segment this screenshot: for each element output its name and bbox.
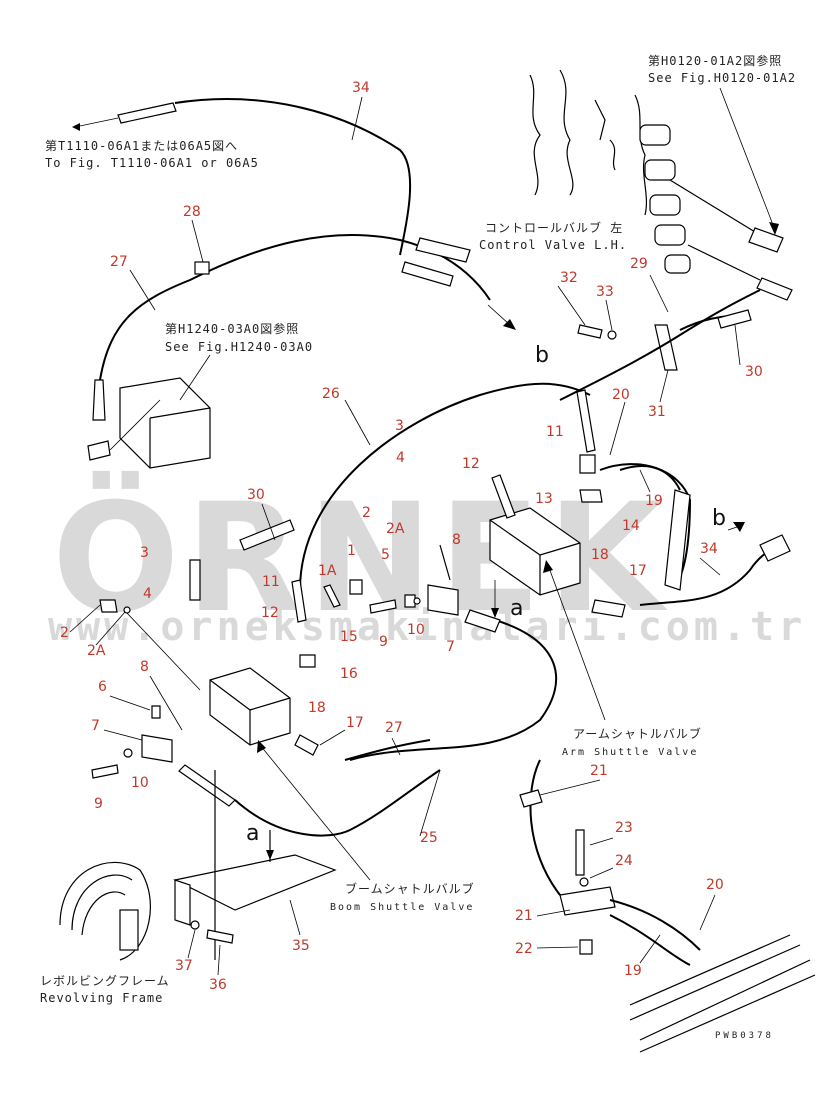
callout-2-left: 2 [60,625,69,641]
ref-letter-b-top: b [535,343,549,368]
callout-18-top: 18 [591,547,609,563]
callout-14: 14 [622,518,640,534]
callout-2a-mid: 2A [386,521,405,537]
callout-10-left: 10 [131,775,149,791]
callout-27-mid: 27 [385,720,403,736]
callout-11-left: 11 [262,574,280,590]
hose-19-20-right [599,463,791,606]
callout-12-top: 12 [462,456,480,472]
callout-23: 23 [615,820,633,836]
callout-20-top: 20 [612,387,630,403]
ref-h1240-jp: 第H1240-03A0図参照 [165,321,299,336]
callout-22: 22 [515,941,533,957]
callout-8-left: 8 [140,659,149,675]
callout-35: 35 [292,938,310,954]
callout-29: 29 [630,256,648,272]
callout-2a-left: 2A [87,643,106,659]
callout-18-left: 18 [308,700,326,716]
callout-30-left: 30 [247,487,265,503]
callout-3-left: 3 [140,545,149,561]
callout-20-low: 20 [706,877,724,893]
callout-8-mid: 8 [452,532,461,548]
callout-17-mid: 17 [346,715,364,731]
callout-1: 1 [347,543,356,559]
valve-block-h1240 [87,377,211,469]
callout-4-top: 4 [396,450,405,466]
callout-1a: 1A [318,563,337,579]
callout-17-right: 17 [629,563,647,579]
arm-shuttle-jp: アームシャトルバルブ [573,726,702,741]
ref-letter-b-right: b [712,506,726,531]
callout-24: 24 [615,853,633,869]
callout-21-low: 21 [515,908,533,924]
callout-19-low: 19 [624,963,642,979]
small-parts-left [91,579,421,779]
callout-7-mid: 7 [446,639,455,655]
callout-10-mid: 10 [407,622,425,638]
callout-37: 37 [175,958,193,974]
callout-16: 16 [340,666,358,682]
lower-right-assembly [519,759,816,1053]
arm-shuttle-valve [349,474,626,761]
callout-21-top: 21 [590,763,608,779]
callout-4-left: 4 [143,586,152,602]
ref-t1110-en: To Fig. T1110-06A1 or 06A5 [45,156,259,170]
callout-25: 25 [420,830,438,846]
ref-letter-a-mid: a [510,596,523,621]
revolving-frame [59,861,151,961]
callout-2-mid: 2 [362,505,371,521]
callout-leaders [69,96,741,976]
callout-33: 33 [596,284,614,300]
callout-30-right: 30 [745,364,763,380]
revolving-en: Revolving Frame [40,991,163,1005]
callout-32: 32 [560,270,578,286]
callout-11-top: 11 [546,424,564,440]
ref-h0120-en: See Fig.H0120-01A2 [648,71,796,85]
ref-h0120-jp: 第H0120-01A2図参照 [648,53,782,68]
callout-31: 31 [648,404,666,420]
callout-27-top: 27 [110,254,128,270]
callout-36: 36 [209,977,227,993]
bracket-35 [173,770,337,960]
ref-letter-a-low: a [246,821,259,846]
callout-6: 6 [98,679,107,695]
drawing-code: PWB0378 [715,1031,774,1041]
control-valve-en: Control Valve L.H. [479,238,627,252]
callout-7-left: 7 [91,718,100,734]
callout-9-left: 9 [94,796,103,812]
hose-27-upper [92,234,491,421]
hose-26 [299,382,596,591]
hose-34-upper [72,98,412,256]
callout-34-right: 34 [700,541,718,557]
boom-shuttle-jp: ブームシャトルバルブ [345,881,475,896]
bracket-31-assembly [559,289,761,401]
ref-t1110-jp: 第T1110-06A1または06A5図へ [45,139,238,153]
revolving-jp: レボルビングフレーム [40,974,170,988]
callout-13: 13 [535,491,553,507]
callout-26: 26 [322,386,340,402]
boom-shuttle-en: Boom Shuttle Valve [330,902,474,913]
callout-3-top: 3 [395,418,404,434]
callout-28: 28 [183,204,201,220]
arm-shuttle-en: Arm Shuttle Valve [562,747,698,758]
callout-34-top: 34 [352,80,370,96]
watermark-url: www.orneksmakinalari.com.tr [48,604,806,650]
callout-5: 5 [381,547,390,563]
callout-19-top: 19 [645,493,663,509]
boom-shuttle-valve [141,519,441,881]
callout-9-mid: 9 [379,634,388,650]
ref-h1240-en: See Fig.H1240-03A0 [165,340,313,354]
control-valve-lh [529,69,793,301]
control-valve-jp: コントロールバルブ 左 [485,220,623,235]
callout-12-left: 12 [261,605,279,621]
callout-15: 15 [340,629,358,645]
